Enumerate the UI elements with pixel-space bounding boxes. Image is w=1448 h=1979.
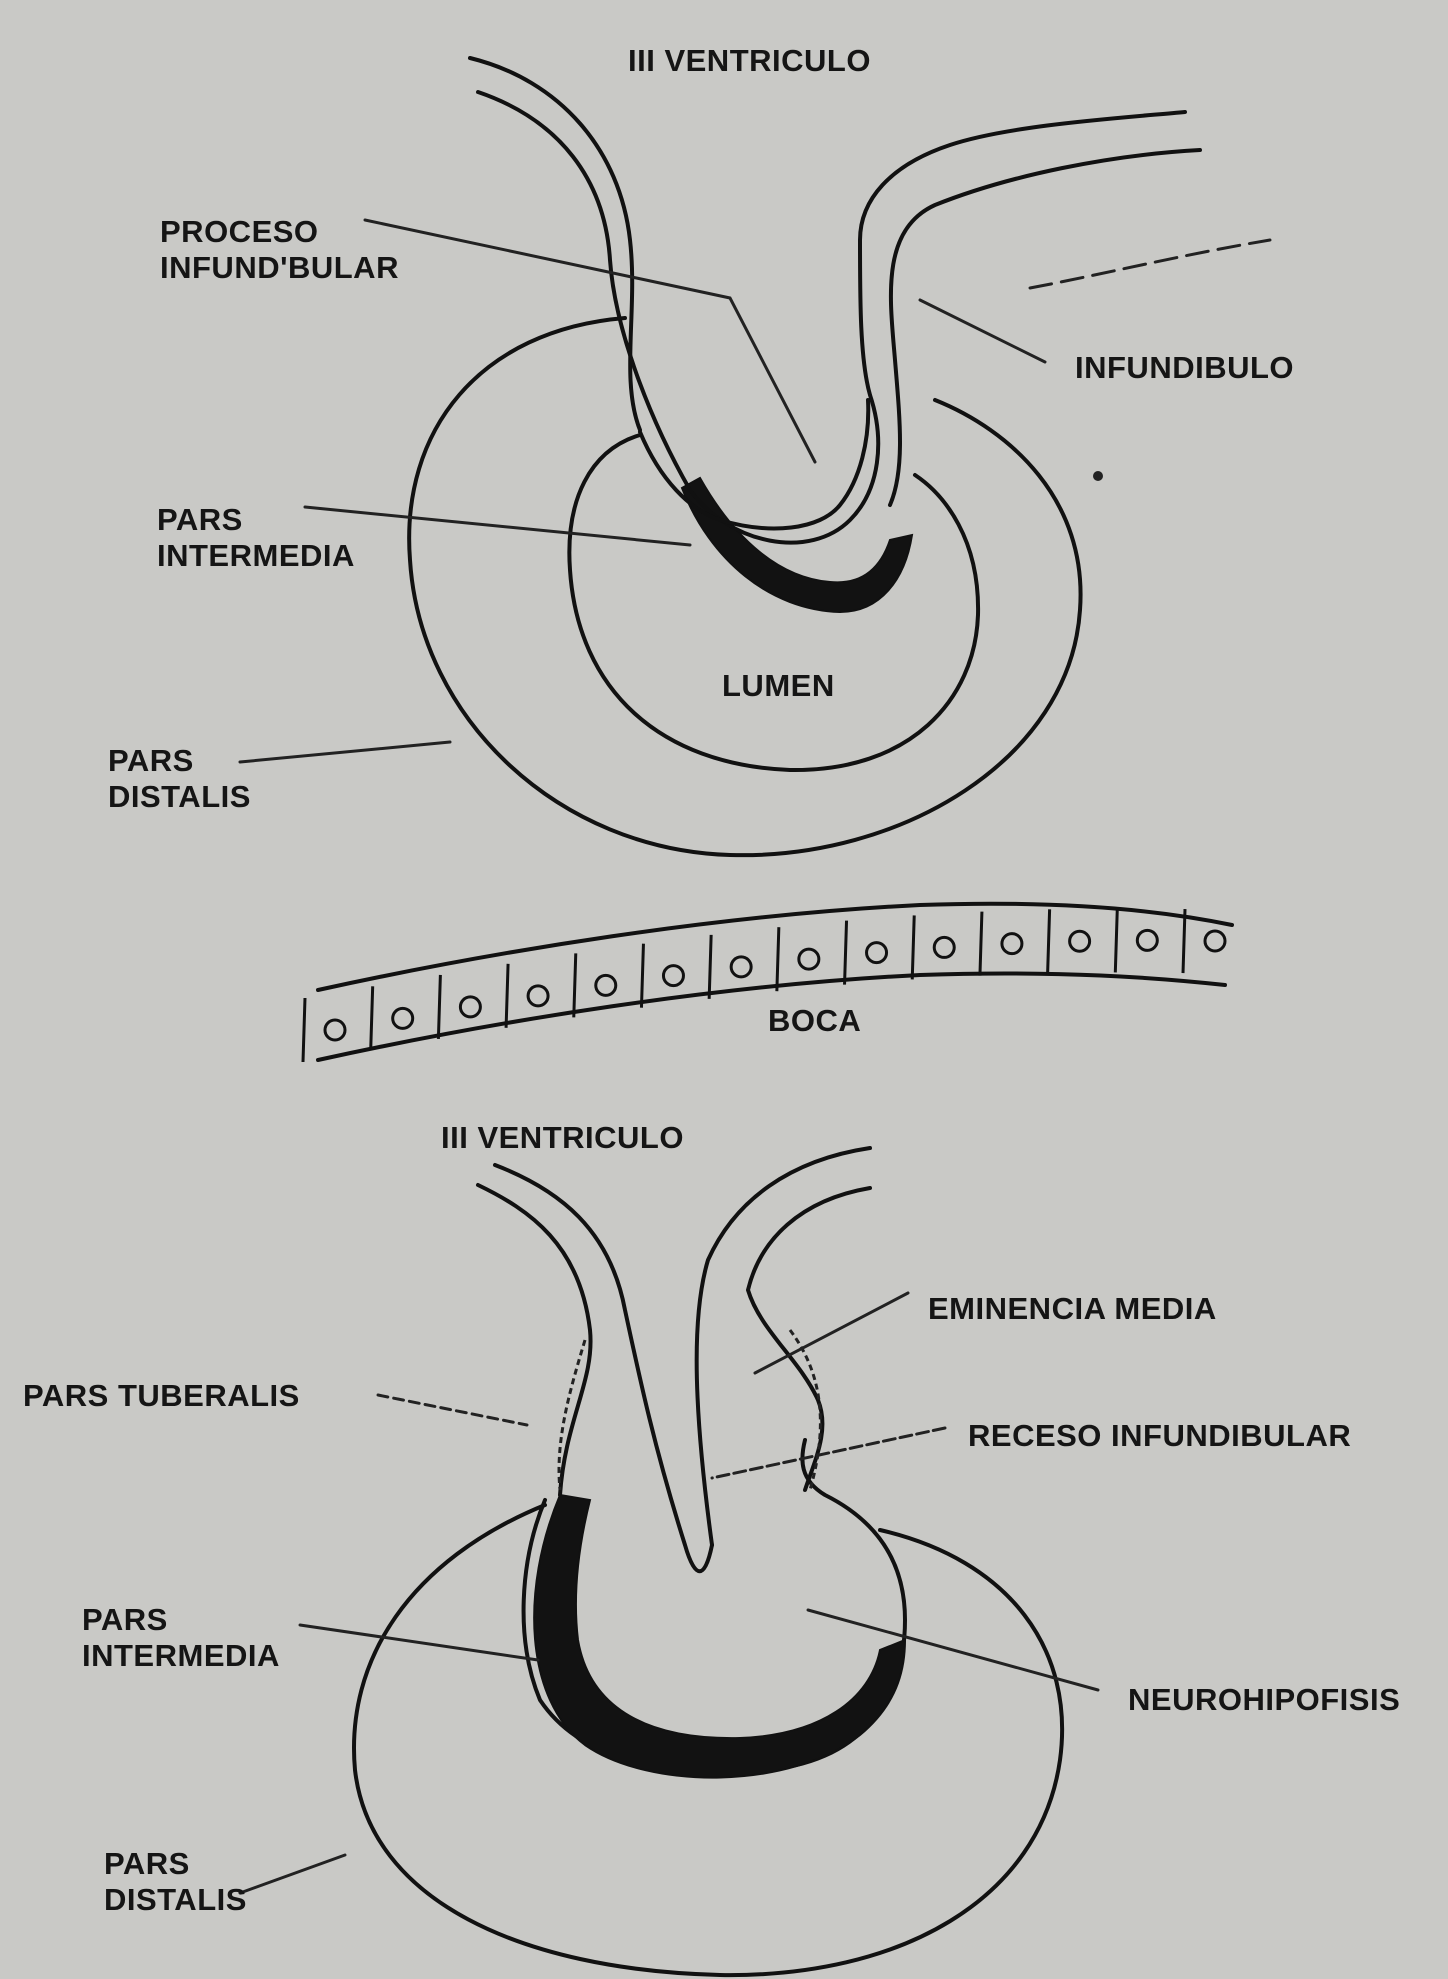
leader-eminencia-media xyxy=(755,1293,908,1373)
boca-cell-wall xyxy=(980,912,982,976)
boca-cell-nucleus xyxy=(799,949,819,969)
top-dot xyxy=(1093,471,1103,481)
boca-cell-nucleus xyxy=(731,957,751,977)
leader-pars-tuberalis xyxy=(378,1395,527,1425)
top-pars-intermedia-band xyxy=(682,478,912,612)
label-eminencia-media: EMINENCIA MEDIA xyxy=(928,1291,1217,1327)
label-proceso-line1: PROCESO xyxy=(160,214,399,250)
boca-cell-nucleus xyxy=(1002,934,1022,954)
bottom-stalk-left-inner xyxy=(495,1165,712,1571)
top-stalk-inner-left xyxy=(478,92,1185,543)
boca-cell-wall xyxy=(845,921,847,985)
top-lumen-outline xyxy=(569,435,978,770)
boca-cell-wall xyxy=(709,935,711,999)
boca-cell-nucleus xyxy=(663,966,683,986)
boca-cell-wall xyxy=(506,964,508,1028)
boca-cell-wall xyxy=(1115,908,1117,972)
leader-neurohipofisis xyxy=(808,1610,1098,1690)
top-diagram xyxy=(240,58,1270,855)
boca-cell-wall xyxy=(438,975,440,1039)
leader-proceso-infundibular xyxy=(365,220,815,462)
leader-infundibulo xyxy=(920,300,1045,362)
boca-cell-wall xyxy=(1048,909,1050,973)
boca-cell-nucleus xyxy=(393,1008,413,1028)
bottom-pars-intermedia-band xyxy=(534,1495,905,1778)
top-stalk-outer-right xyxy=(890,150,1200,505)
top-title-label: III VENTRICULO xyxy=(628,43,871,79)
bottom-stalk-right-outer xyxy=(748,1188,870,1490)
label-top-pd-line1: PARS xyxy=(108,743,251,779)
boca-cell-nucleus xyxy=(1205,931,1225,951)
label-bottom-pars-intermedia: PARS INTERMEDIA xyxy=(82,1602,280,1674)
label-top-pars-distalis: PARS DISTALIS xyxy=(108,743,251,815)
label-pars-tuberalis: PARS TUBERALIS xyxy=(23,1378,300,1414)
label-bottom-pars-distalis: PARS DISTALIS xyxy=(104,1846,247,1918)
boca-cell-wall xyxy=(912,915,914,979)
top-dashed-remnant xyxy=(1030,240,1270,288)
top-pars-distalis-outline xyxy=(409,318,1080,855)
label-top-pd-line2: DISTALIS xyxy=(108,779,251,815)
leader-receso-infundibular xyxy=(712,1428,945,1478)
label-bottom-pd-line2: DISTALIS xyxy=(104,1882,247,1918)
boca-cell-wall xyxy=(574,953,576,1017)
bottom-diagram xyxy=(240,1148,1098,1975)
boca-cell-nucleus xyxy=(528,986,548,1006)
boca-cell-nucleus xyxy=(325,1020,345,1040)
boca-cell-nucleus xyxy=(934,937,954,957)
boca-cell-nucleus xyxy=(1137,930,1157,950)
leader-bottom-pars-distalis xyxy=(240,1855,345,1893)
label-boca: BOCA xyxy=(768,1003,861,1039)
label-infundibulo: INFUNDIBULO xyxy=(1075,350,1294,386)
leader-top-pars-distalis xyxy=(240,742,450,762)
label-bottom-pi-line2: INTERMEDIA xyxy=(82,1638,280,1674)
label-lumen: LUMEN xyxy=(722,668,835,704)
label-receso-infundibular: RECESO INFUNDIBULAR xyxy=(968,1418,1351,1454)
boca-cell-wall xyxy=(641,944,643,1008)
top-stalk-outer-left xyxy=(470,58,640,430)
boca-cell-nucleus xyxy=(596,975,616,995)
label-top-pi-line1: PARS xyxy=(157,502,355,538)
boca-cell-wall xyxy=(1183,909,1185,973)
leader-bottom-pars-intermedia xyxy=(300,1625,538,1660)
boca-cell-wall xyxy=(371,986,373,1050)
boca-cell-wall xyxy=(303,998,305,1062)
boca-cell-nucleus xyxy=(1070,931,1090,951)
label-proceso-line2: INFUND'BULAR xyxy=(160,250,399,286)
leader-top-pars-intermedia xyxy=(305,507,690,545)
boca-cell-nucleus xyxy=(460,997,480,1017)
label-top-pars-intermedia: PARS INTERMEDIA xyxy=(157,502,355,574)
label-bottom-pd-line1: PARS xyxy=(104,1846,247,1882)
label-proceso-infundibular: PROCESO INFUND'BULAR xyxy=(160,214,399,286)
bottom-stalk-left xyxy=(478,1185,591,1495)
bottom-title-label: III VENTRICULO xyxy=(441,1120,684,1156)
boca-cell-wall xyxy=(777,927,779,991)
label-neurohipofisis: NEUROHIPOFISIS xyxy=(1128,1682,1400,1718)
boca-cell-nucleus xyxy=(867,943,887,963)
label-top-pi-line2: INTERMEDIA xyxy=(157,538,355,574)
label-bottom-pi-line1: PARS xyxy=(82,1602,280,1638)
